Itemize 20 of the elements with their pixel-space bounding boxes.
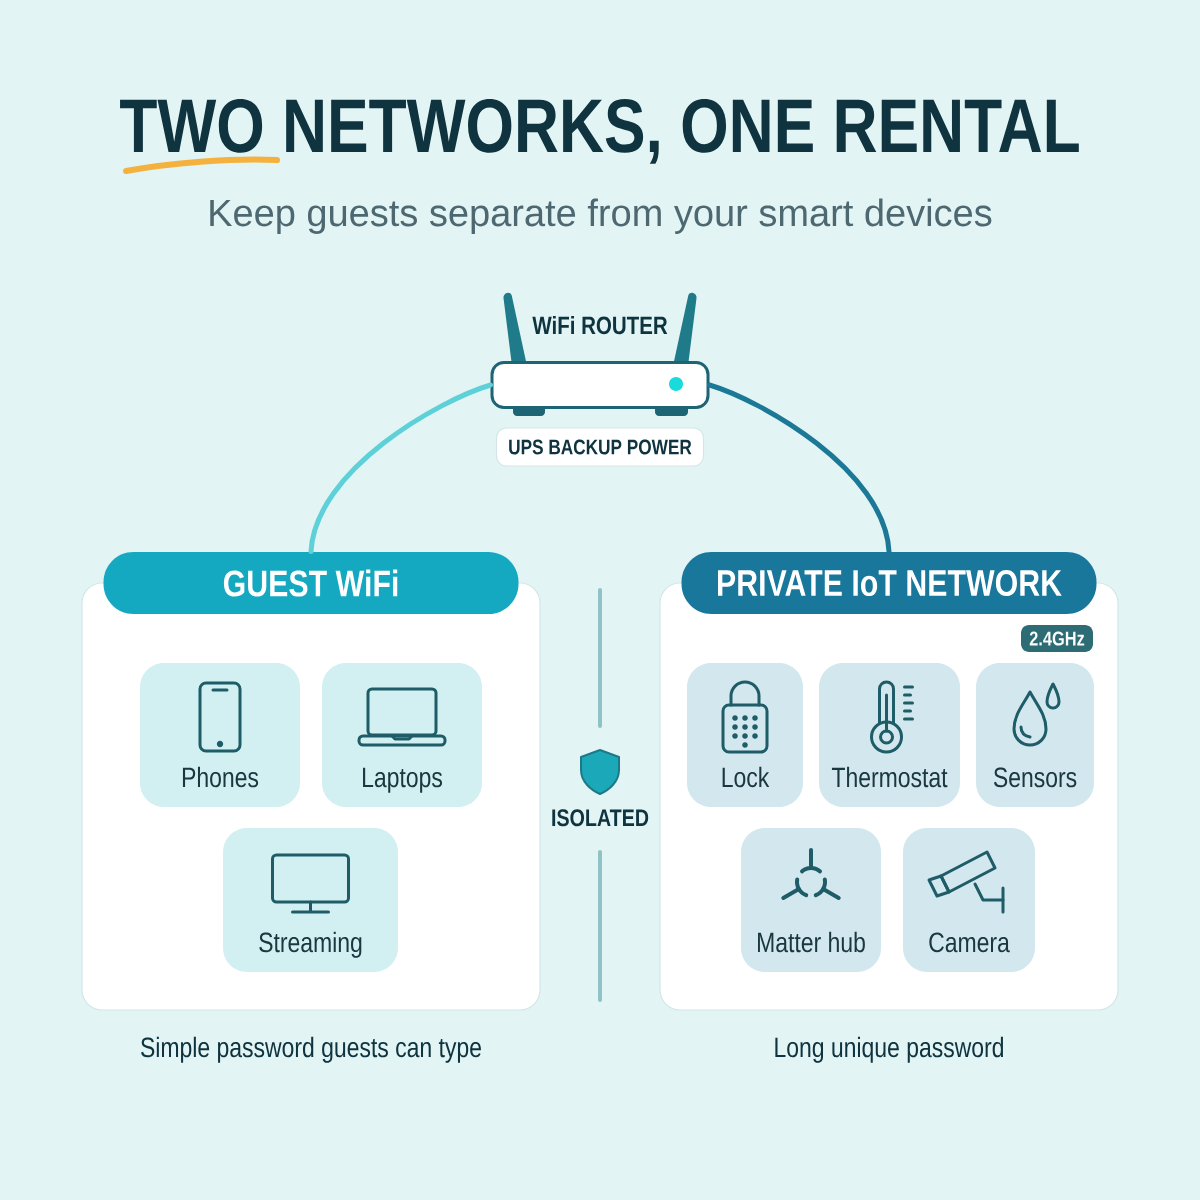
panel-header: PRIVATE IoT NETWORK [681, 552, 1097, 614]
device-tile: Matter hub [741, 828, 881, 972]
panel-caption: Simple password guests can type [141, 1036, 481, 1063]
device-tile: Camera [903, 828, 1035, 972]
title: TWO NETWORKS, ONE RENTAL [120, 98, 1079, 164]
device-tile: Streaming [223, 828, 398, 972]
cable [308, 382, 493, 555]
device-tile: Phones [140, 663, 300, 807]
cable [707, 382, 892, 555]
panel-header: GUEST WiFi [103, 552, 519, 614]
frequency-badge: 2.4GHz [1021, 625, 1093, 652]
panel-caption: Long unique password [775, 1036, 1003, 1063]
subtitle: Keep guests separate from your smart devices [210, 198, 992, 234]
device-tile: Laptops [322, 663, 482, 807]
device-tile: Lock [687, 663, 803, 807]
router-label: WiFi ROUTER [532, 315, 668, 335]
device-tile: Sensors [976, 663, 1094, 807]
isolation-label: ISOLATED [552, 809, 649, 827]
label-pill: UPS BACKUP POWER [495, 427, 705, 467]
device-tile: Thermostat [819, 663, 960, 807]
